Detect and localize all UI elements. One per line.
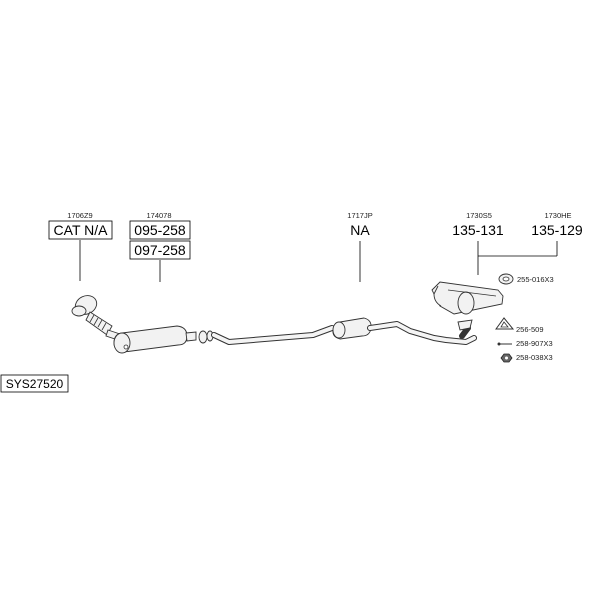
bolt-icon[interactable] (497, 342, 513, 346)
accessory-label[interactable]: 258-907X3 (516, 339, 553, 348)
part-number-label: 174078 (146, 211, 171, 220)
accessory-label[interactable]: 258-038X3 (516, 353, 553, 362)
system-code-box (0, 374, 69, 393)
intermediate-pipe[interactable] (211, 325, 335, 345)
nut-icon[interactable] (500, 353, 513, 363)
part-number-label: 1717JP (347, 211, 372, 220)
part-code-label[interactable]: 135-131 (452, 222, 504, 238)
front-flex-pipe[interactable] (71, 292, 121, 341)
part-number-label: 1730HE (544, 211, 571, 220)
rubber-hanger-icon[interactable] (498, 273, 514, 285)
front-silencer[interactable] (113, 325, 197, 354)
gasket-icon[interactable] (495, 317, 515, 330)
code-box (48, 220, 113, 240)
part-code-label[interactable]: 097-258 (134, 242, 186, 258)
accessory-label[interactable]: 255-016X3 (517, 275, 554, 284)
code-box (129, 220, 191, 240)
pipe-clamp[interactable] (198, 330, 214, 344)
code-box (129, 240, 191, 260)
part-code-label[interactable]: 095-258 (134, 222, 186, 238)
rear-pipe[interactable] (367, 321, 477, 345)
part-number-label: 1706Z9 (67, 211, 92, 220)
rear-muffler[interactable] (431, 281, 504, 331)
part-code-label[interactable]: NA (350, 222, 370, 238)
middle-silencer[interactable] (332, 317, 372, 340)
part-code-label[interactable]: 135-129 (531, 222, 583, 238)
accessory-label[interactable]: 256-509 (516, 325, 544, 334)
part-code-label[interactable]: CAT N/A (54, 222, 109, 238)
part-number-label: 1730S5 (466, 211, 492, 220)
system-code: SYS27520 (6, 377, 64, 391)
